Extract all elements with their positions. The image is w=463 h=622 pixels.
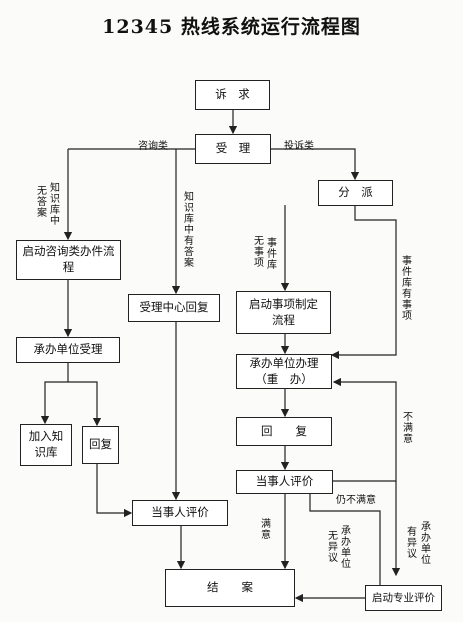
node-reply-right: 回 复: [236, 417, 332, 446]
label-kb-has-answer: 知识库中有答案: [184, 192, 194, 269]
node-start-event: 启动事项制定流程: [236, 291, 331, 334]
label-still-not-satisfied: 仍不满意: [336, 495, 376, 506]
label-not-satisfied: 不满意: [403, 412, 413, 445]
node-unit-handle: 承办单位办理（重 办）: [236, 354, 332, 389]
node-pro-eval: 启动专业评价: [365, 585, 442, 611]
node-start-consult: 启动咨询类办件流程: [16, 240, 121, 280]
node-close: 结 案: [165, 569, 295, 607]
page-title: 12345 热线系统运行流程图: [102, 16, 361, 38]
label-event-lib-has: 事件库有事项: [402, 256, 412, 322]
node-dispatch: 分 派: [318, 180, 393, 206]
node-center-reply: 受理中心回复: [128, 294, 220, 322]
label-event-lib-none-b: 无事项: [254, 236, 264, 269]
label-consult: 咨询类: [138, 141, 168, 152]
label-satisfied: 满意: [261, 519, 271, 541]
label-unit-has-obj-b: 有异议: [407, 527, 417, 560]
label-unit-has-obj-a: 承办单位: [421, 522, 431, 566]
label-unit-no-obj-a: 承办单位: [341, 526, 351, 570]
node-unit-accept: 承办单位受理: [16, 337, 120, 363]
label-complaint-type: 投诉类: [284, 141, 314, 152]
label-unit-no-obj-b: 无异议: [328, 531, 338, 564]
node-complaint: 诉 求: [195, 80, 270, 110]
label-kb-no-answer-b: 无答案: [37, 186, 47, 219]
node-reply-left: 回复: [82, 426, 119, 464]
node-add-kb: 加入知识库: [20, 424, 72, 466]
node-accept: 受 理: [195, 134, 271, 164]
node-eval-right: 当事人评价: [236, 470, 333, 494]
label-event-lib-none-a: 事件库: [267, 238, 277, 271]
label-kb-no-answer-a: 知识库中: [50, 183, 60, 227]
node-eval-left: 当事人评价: [132, 500, 228, 526]
